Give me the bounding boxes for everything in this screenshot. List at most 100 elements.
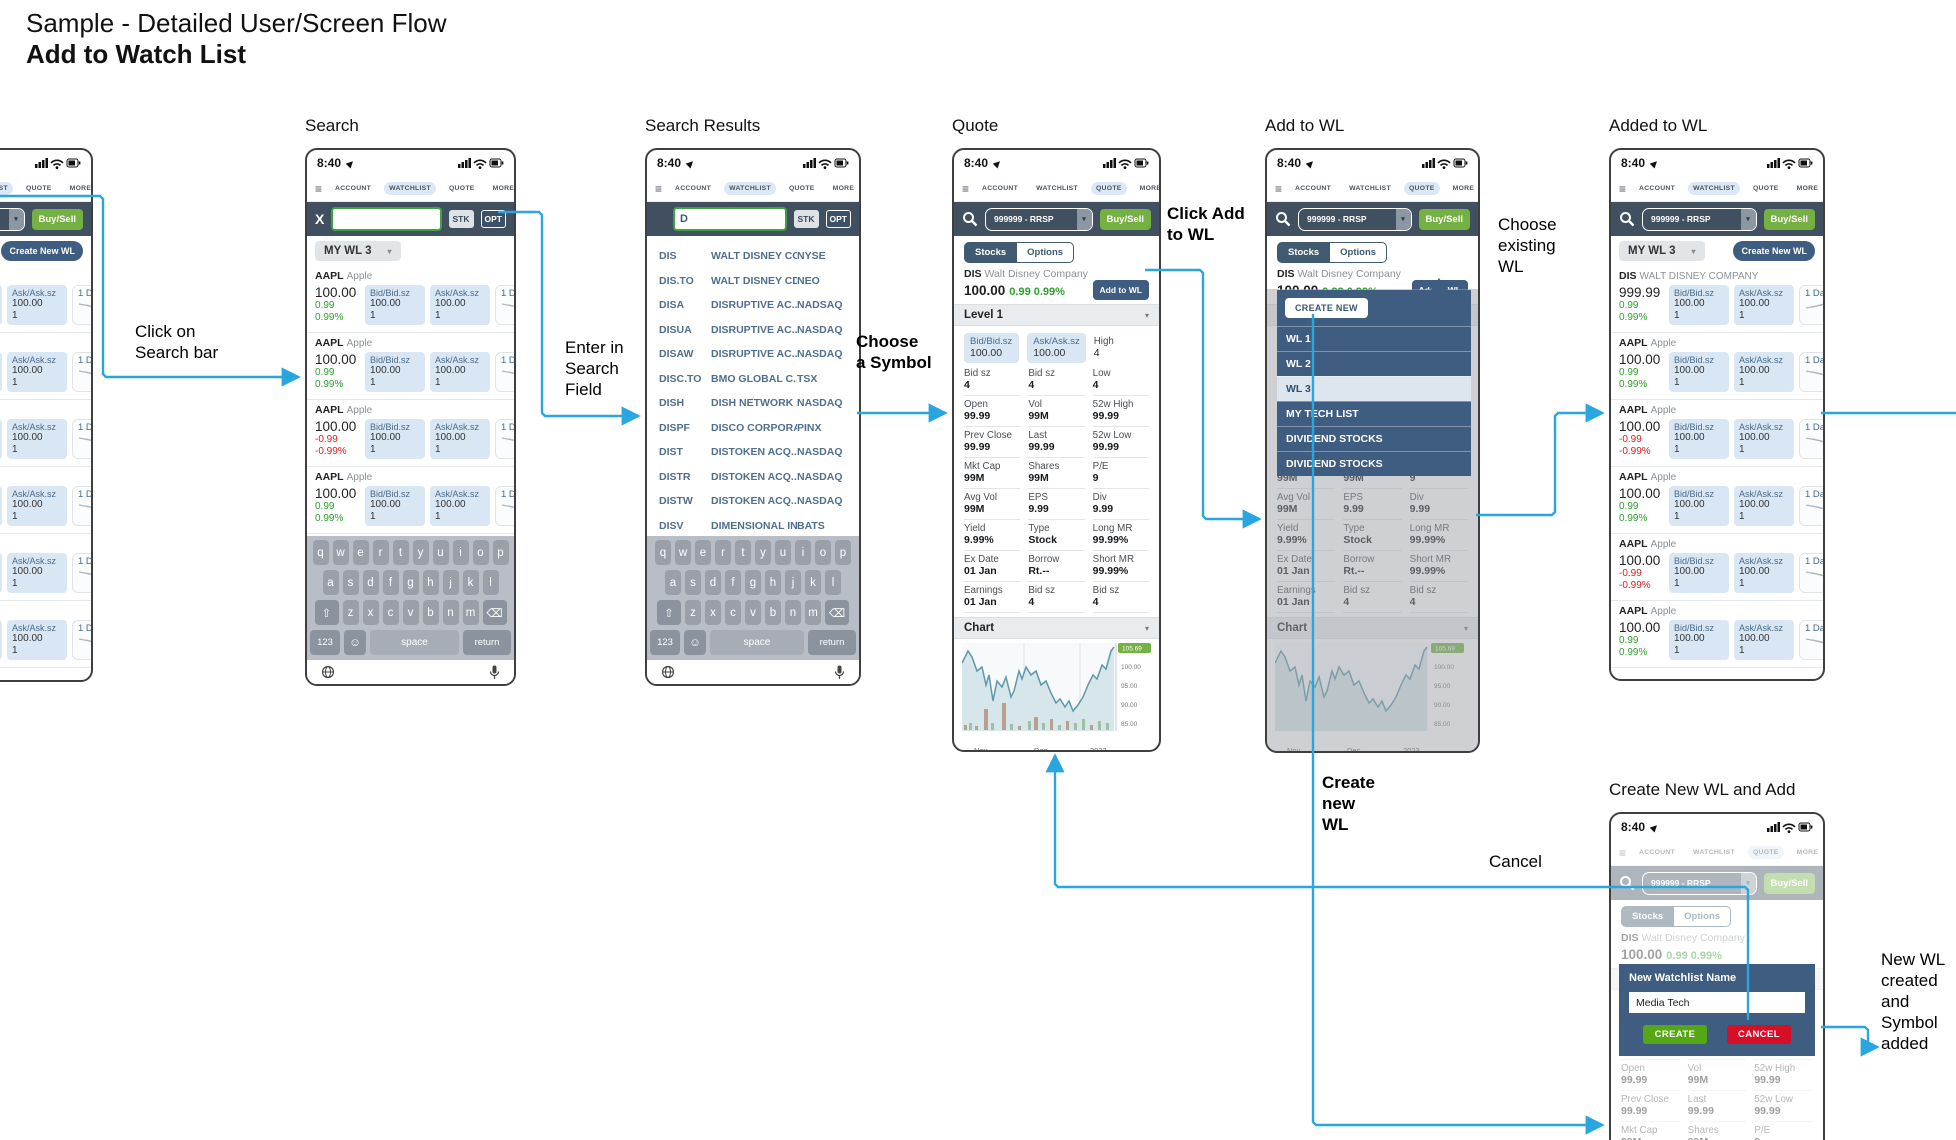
nav-more[interactable]: MORE — [1796, 849, 1819, 856]
key[interactable]: s — [685, 570, 701, 595]
cancel-button[interactable]: CANCEL — [1727, 1025, 1791, 1044]
stk-toggle[interactable]: STK — [793, 210, 819, 228]
key[interactable]: h — [422, 570, 439, 595]
key[interactable]: n — [442, 600, 459, 625]
result-row[interactable]: DISPF DISCO CORPORA... PINX — [659, 421, 822, 434]
watchlist-selector[interactable]: MY WL 3▾ — [315, 241, 401, 261]
result-row[interactable]: DIS.TO WALT DISNEY CD... NEO — [659, 274, 820, 287]
result-row[interactable]: DISTR DISTOKEN ACQ... NASDAQ — [659, 470, 843, 483]
backspace-key[interactable]: ⌫ — [825, 600, 849, 625]
buy-sell-button[interactable]: Buy/Sell — [31, 208, 83, 230]
account-dropdown[interactable]: 999999 - RRSP▾ — [985, 207, 1093, 231]
key[interactable]: p — [492, 540, 509, 565]
backspace-key[interactable]: ⌫ — [482, 600, 507, 625]
menu-icon[interactable]: ≡ — [962, 181, 970, 196]
key[interactable]: m — [805, 600, 821, 625]
result-row[interactable]: DISV DIMENSIONAL IN.. BATS — [659, 519, 825, 532]
close-icon[interactable]: X — [315, 211, 325, 227]
wl-option[interactable]: WL 1 — [1277, 326, 1471, 351]
key[interactable]: i — [452, 540, 469, 565]
key[interactable]: b — [765, 600, 781, 625]
nav-account[interactable]: ACCOUNT — [1295, 185, 1332, 192]
space-key[interactable]: space — [710, 630, 804, 655]
nav-quote[interactable]: QUOTE — [1090, 182, 1127, 195]
search-icon[interactable] — [962, 211, 978, 227]
result-row[interactable]: DISAW DISRUPTIVE AC... NASDAQ — [659, 348, 843, 361]
nav-watchlist[interactable]: WATCHLIST — [1688, 182, 1740, 195]
key[interactable]: b — [422, 600, 439, 625]
key[interactable]: g — [402, 570, 419, 595]
buy-sell-button[interactable]: Buy/Sell — [1099, 208, 1151, 230]
nav-more[interactable]: MORE — [1796, 185, 1819, 192]
result-row[interactable]: DISH DISH NETWORK ... NASDAQ — [659, 397, 843, 410]
nav-watchlist[interactable]: WATCHLIST — [1349, 185, 1391, 192]
tab-options[interactable]: Options — [1330, 242, 1388, 263]
key[interactable]: f — [725, 570, 741, 595]
return-key[interactable]: return — [808, 630, 856, 655]
key[interactable]: g — [745, 570, 761, 595]
key[interactable]: u — [775, 540, 791, 565]
emoji-key[interactable]: ☺ — [344, 630, 366, 655]
wl-option[interactable]: DIVIDEND STOCKS — [1277, 451, 1471, 476]
key[interactable]: v — [402, 600, 419, 625]
menu-icon[interactable]: ≡ — [655, 181, 663, 196]
buy-sell-button[interactable]: Buy/Sell — [1763, 208, 1815, 230]
globe-icon[interactable] — [661, 665, 675, 679]
nav-more[interactable]: MORE — [69, 185, 92, 192]
key[interactable]: j — [785, 570, 801, 595]
nav-account[interactable]: ACCOUNT — [1639, 185, 1676, 192]
key[interactable]: a — [665, 570, 681, 595]
key[interactable]: p — [835, 540, 851, 565]
return-key[interactable]: return — [463, 630, 511, 655]
nav-watchlist[interactable]: WATCHLIST — [384, 182, 436, 195]
nav-watchlist[interactable]: WATCHLIST — [0, 182, 13, 195]
key[interactable]: r — [715, 540, 731, 565]
tab-stocks[interactable]: Stocks — [1277, 242, 1331, 263]
key[interactable]: a — [322, 570, 339, 595]
create-new-button[interactable]: CREATE NEW — [1285, 298, 1368, 318]
nav-more[interactable]: MORE — [492, 185, 515, 192]
key[interactable]: r — [372, 540, 389, 565]
search-icon[interactable] — [1275, 211, 1291, 227]
opt-toggle[interactable]: OPT — [825, 210, 851, 228]
nav-watchlist[interactable]: WATCHLIST — [724, 182, 776, 195]
key[interactable]: z — [342, 600, 359, 625]
create-button[interactable]: CREATE — [1643, 1025, 1707, 1044]
wl-option[interactable]: WL 3 — [1277, 376, 1471, 401]
watchlist-selector[interactable]: MY WL 3▾ — [1619, 241, 1705, 261]
opt-toggle[interactable]: OPT — [480, 210, 506, 228]
key[interactable]: d — [362, 570, 379, 595]
key[interactable]: m — [462, 600, 479, 625]
numbers-key[interactable]: 123 — [310, 630, 340, 655]
key[interactable]: z — [685, 600, 701, 625]
search-input[interactable] — [331, 207, 442, 231]
globe-icon[interactable] — [321, 665, 335, 679]
key[interactable]: y — [755, 540, 771, 565]
key[interactable]: l — [482, 570, 499, 595]
nav-watchlist[interactable]: WATCHLIST — [1693, 849, 1735, 856]
key[interactable]: h — [765, 570, 781, 595]
key[interactable]: u — [432, 540, 449, 565]
nav-quote[interactable]: QUOTE — [448, 185, 475, 192]
nav-account[interactable]: ACCOUNT — [335, 185, 372, 192]
nav-account[interactable]: ACCOUNT — [982, 185, 1019, 192]
key[interactable]: w — [675, 540, 691, 565]
menu-icon[interactable]: ≡ — [315, 181, 323, 196]
search-icon[interactable] — [1619, 211, 1635, 227]
buy-sell-button[interactable]: Buy/Sell — [1418, 208, 1470, 230]
nav-account[interactable]: ACCOUNT — [675, 185, 712, 192]
key[interactable]: k — [462, 570, 479, 595]
account-dropdown[interactable]: 999999 - RRSP▾ — [1642, 207, 1757, 231]
key[interactable]: x — [705, 600, 721, 625]
key[interactable]: v — [745, 600, 761, 625]
account-dropdown[interactable]: 999999 - RRSP▾ — [0, 207, 25, 231]
key[interactable]: e — [695, 540, 711, 565]
